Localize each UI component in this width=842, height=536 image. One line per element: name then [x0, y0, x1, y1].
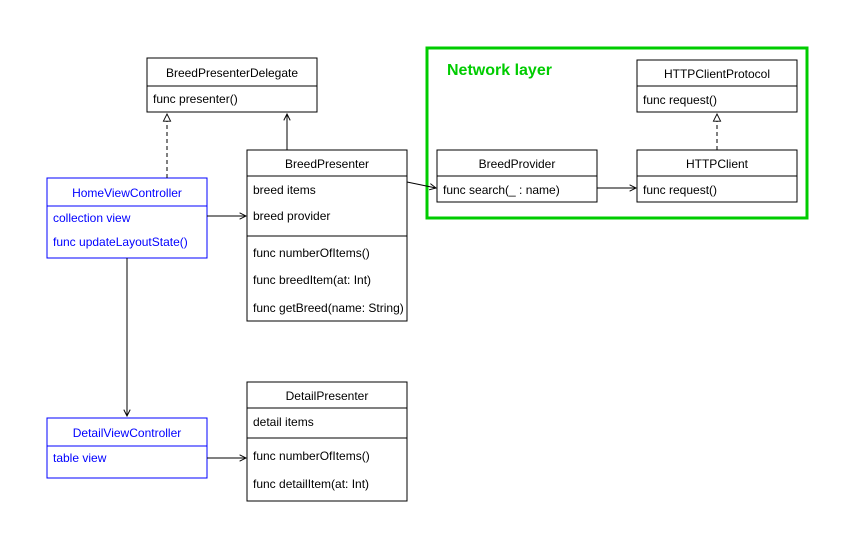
detail-presenter-class[interactable]: DetailPresenter detail items func number… — [246, 381, 408, 502]
class-name: HomeViewController — [72, 186, 182, 200]
breed-presenter-class[interactable]: BreedPresenter breed items breed provide… — [246, 149, 408, 322]
class-name: BreedPresenterDelegate — [166, 66, 298, 80]
class-name: HTTPClientProtocol — [664, 67, 770, 81]
detail-view-controller-class[interactable]: DetailViewController table view — [46, 417, 208, 479]
network-layer-label: Network layer — [447, 62, 552, 79]
method: func detailItem(at: Int) — [253, 477, 369, 491]
method: func breedItem(at: Int) — [253, 273, 371, 287]
method: func request() — [643, 183, 717, 197]
http-client-protocol-class[interactable]: HTTPClientProtocol func request() — [636, 59, 798, 113]
method: func request() — [643, 93, 717, 107]
class-name: BreedPresenter — [285, 157, 369, 171]
class-name: DetailViewController — [73, 426, 182, 440]
attribute: breed provider — [253, 209, 330, 223]
method: func numberOfItems() — [253, 449, 370, 463]
http-client-class[interactable]: HTTPClient func request() — [636, 149, 798, 203]
breed-presenter-delegate-class[interactable]: BreedPresenterDelegate func presenter() — [146, 57, 318, 113]
network-layer-frame — [425, 46, 809, 220]
method: func numberOfItems() — [253, 246, 370, 260]
class-name: HTTPClient — [686, 157, 749, 171]
class-name: BreedProvider — [479, 157, 556, 171]
connectors — [127, 114, 717, 458]
method: func search(_ : name) — [443, 183, 560, 197]
method: func getBreed(name: String) — [253, 301, 404, 315]
class-name: DetailPresenter — [286, 389, 369, 403]
home-view-controller-class[interactable]: HomeViewController collection view func … — [46, 177, 208, 259]
attribute: func updateLayoutState() — [53, 235, 188, 249]
network-layer-group: Network layer — [425, 46, 809, 220]
attribute: table view — [53, 451, 107, 465]
method: func presenter() — [153, 92, 238, 106]
association-presenter-to-provider — [406, 181, 436, 188]
breed-provider-class[interactable]: BreedProvider func search(_ : name) — [436, 149, 598, 203]
attribute: collection view — [53, 211, 131, 225]
attribute: breed items — [253, 183, 316, 197]
attribute: detail items — [253, 415, 314, 429]
